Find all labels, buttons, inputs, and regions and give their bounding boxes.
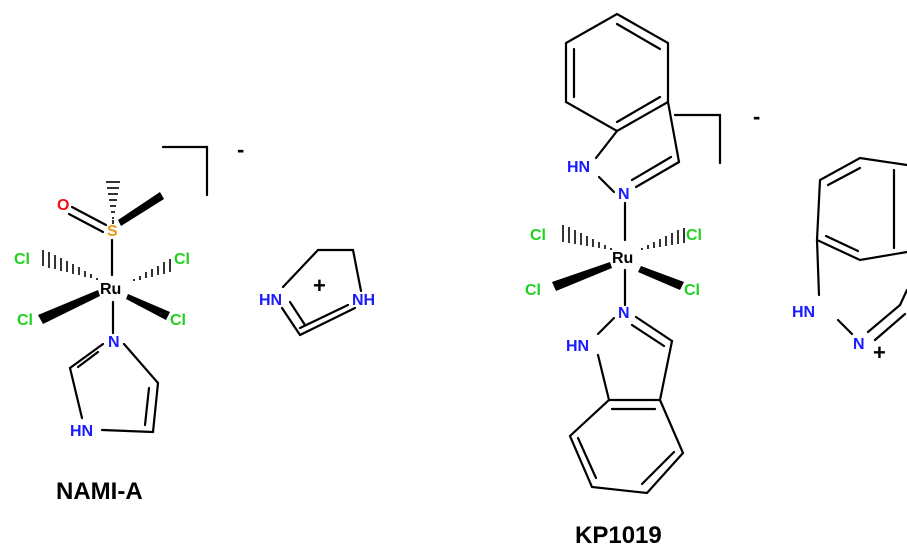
chlorine-atom: Cl (530, 227, 546, 244)
nami-charge: - (237, 137, 244, 162)
s-methyl-hashed-bond (106, 181, 120, 224)
s-methyl-wedge-bond (118, 192, 164, 226)
kp-ru-cl-hashed-left (562, 225, 612, 250)
ru-cl-hashed-left (42, 250, 98, 280)
chlorine-atom: Cl (170, 312, 186, 329)
kp-bracket (673, 113, 722, 165)
imidazole-ligand-ring (68, 342, 160, 434)
nami-a-complex: - (14, 137, 244, 505)
nitrogen-atom: N (108, 334, 120, 351)
cation-charge: + (313, 273, 326, 298)
kp-ru-cl-wedge-right (638, 266, 684, 290)
s-o-double-bond-1 (70, 205, 108, 227)
indazolium-benzene (815, 156, 907, 262)
ruthenium-atom: Ru (612, 250, 633, 267)
oxygen-atom: O (57, 197, 69, 214)
ru-cl-wedge-right (126, 294, 170, 320)
s-o-double-bond-2 (67, 212, 105, 234)
chlorine-atom: Cl (684, 282, 700, 299)
indazole-top-pyrazole (594, 100, 681, 194)
chlorine-atom: Cl (525, 282, 541, 299)
chlorine-atom: Cl (174, 251, 190, 268)
nami-bracket (161, 145, 209, 197)
sulfur-atom: S (107, 223, 118, 240)
nitrogen-atom: N (618, 305, 630, 322)
kp-ru-cl-wedge-left (552, 262, 612, 291)
kp-charge: - (753, 104, 760, 129)
chlorine-atom: Cl (686, 227, 702, 244)
nitrogen-atom: N (618, 186, 630, 203)
nh-group: HN (792, 304, 815, 321)
kp1019-complex: - (525, 12, 760, 549)
indazolium-pyrazole (815, 238, 907, 342)
cation-charge: + (873, 340, 886, 365)
nh-group: HN (567, 159, 590, 176)
indazole-bottom-pyrazole (596, 315, 674, 402)
chlorine-atom: Cl (14, 251, 30, 268)
nitrogen-atom: N (853, 336, 865, 353)
indazole-bottom-benzene (568, 398, 685, 495)
ru-cl-hashed-right (133, 259, 171, 281)
nh-group: HN (566, 338, 589, 355)
nh-group: HN (259, 292, 282, 309)
kp-ru-cl-hashed-right (641, 228, 685, 250)
nami-a-label: NAMI-A (56, 478, 143, 505)
imidazolium-cation: HN NH + (259, 248, 375, 337)
ru-cl-wedge-left (38, 290, 100, 324)
chlorine-atom: Cl (17, 312, 33, 329)
ruthenium-atom: Ru (100, 281, 121, 298)
indazolium-cation: HN N + (792, 156, 907, 365)
nh-group: HN (70, 423, 93, 440)
nh-group: NH (352, 292, 375, 309)
indazole-top-benzene (564, 12, 670, 133)
kp1019-label: KP1019 (575, 522, 662, 549)
